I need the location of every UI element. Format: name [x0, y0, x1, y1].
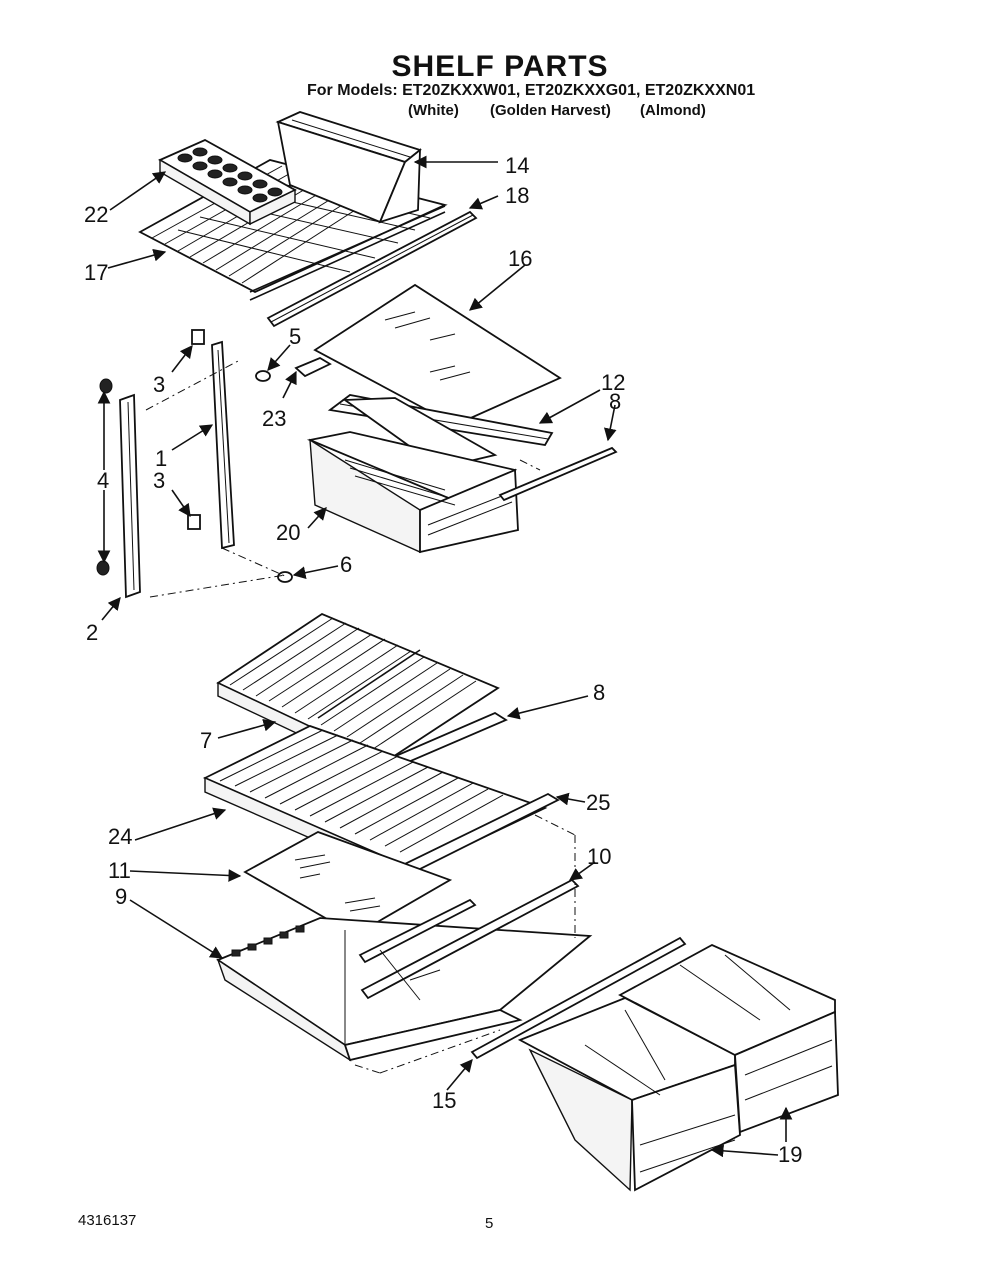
variant-golden-harvest: (Golden Harvest) — [490, 102, 611, 119]
page-number: 5 — [485, 1215, 494, 1232]
callout-labels: 14 18 22 17 16 5 3 23 12 8 1 4 3 20 6 2 … — [84, 153, 802, 1167]
crisper-cover-frame-9 — [216, 878, 593, 1062]
callout-8-upper: 8 — [609, 389, 621, 414]
shelf-trim-15 — [470, 936, 687, 1060]
page-title: SHELF PARTS — [391, 50, 609, 83]
callout-10: 10 — [587, 844, 611, 869]
callout-23: 23 — [262, 406, 286, 431]
callout-3-upper: 3 — [153, 372, 165, 397]
callout-2: 2 — [86, 620, 98, 645]
callout-12: 12 — [601, 370, 625, 395]
leader-lines — [97, 155, 793, 1158]
callout-18: 18 — [505, 183, 529, 208]
callout-11: 11 — [108, 858, 131, 883]
callout-25: 25 — [586, 790, 610, 815]
crisper-drawer-19-right — [618, 943, 839, 1134]
callout-15: 15 — [432, 1088, 456, 1113]
crisper-drawer-20 — [294, 356, 618, 554]
ice-tray — [158, 138, 297, 226]
models-line: For Models: ET20ZKXXW01, ET20ZKXXG01, ET… — [307, 82, 756, 99]
callout-6: 6 — [340, 552, 352, 577]
callout-20: 20 — [276, 520, 300, 545]
assembly-lines-upper — [145, 359, 541, 598]
callout-9: 9 — [115, 884, 127, 909]
glass-shelf-16 — [313, 283, 562, 427]
callout-5: 5 — [289, 324, 301, 349]
callout-14: 14 — [505, 153, 529, 178]
storage-bin-14 — [275, 111, 422, 224]
glass-panel-11 — [243, 831, 453, 937]
variant-almond: (Almond) — [640, 102, 706, 119]
callout-17: 17 — [84, 260, 108, 285]
shelf-rail-2 — [119, 393, 141, 599]
callout-24: 24 — [108, 824, 132, 849]
callout-16: 16 — [508, 246, 532, 271]
shelf-rail-1 — [211, 340, 235, 550]
callout-19: 19 — [778, 1142, 802, 1167]
variant-white: (White) — [408, 102, 459, 119]
rail-fasteners — [96, 329, 293, 583]
callout-4: 4 — [97, 468, 109, 493]
callout-3-lower: 3 — [153, 468, 165, 493]
document-number: 4316137 — [78, 1212, 137, 1229]
callout-1: 1 — [155, 446, 167, 471]
callout-22: 22 — [84, 202, 108, 227]
callout-8-lower: 8 — [593, 680, 605, 705]
shelf-trim-18 — [266, 210, 478, 328]
callout-7: 7 — [200, 728, 212, 753]
crisper-drawer-19-left — [517, 997, 741, 1192]
assembly-lines-lower — [354, 814, 576, 1074]
